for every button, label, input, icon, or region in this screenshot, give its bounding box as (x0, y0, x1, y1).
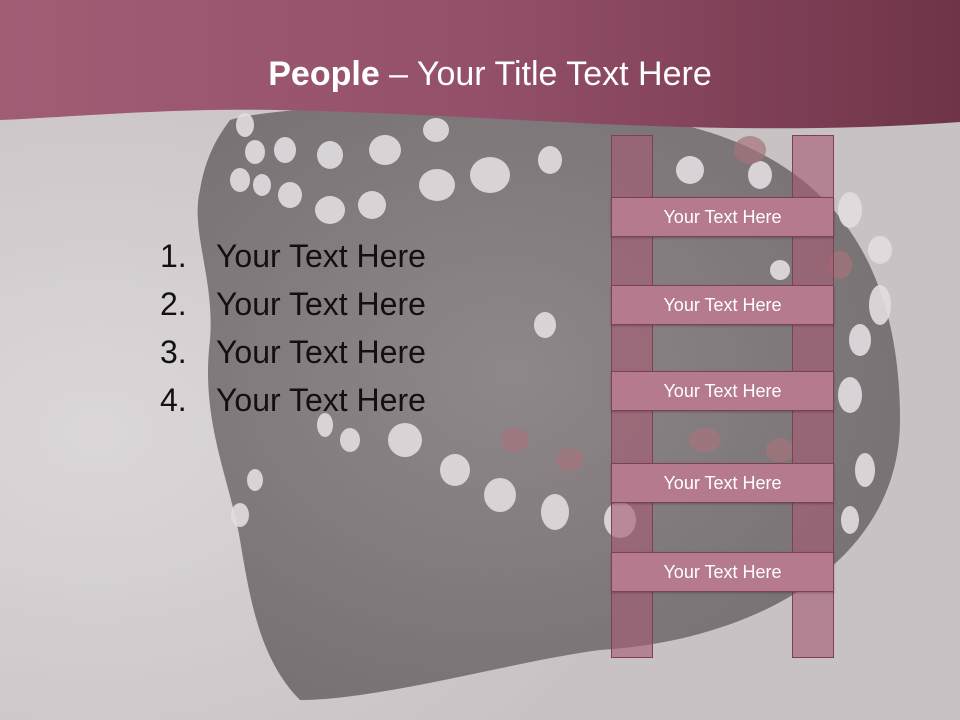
list-item-number: 1. (160, 238, 187, 274)
list-item: 2. Your Text Here (160, 280, 426, 328)
ladder-rung-1: Your Text Here (611, 197, 834, 237)
ladder-rung-2: Your Text Here (611, 285, 834, 325)
list-item-number: 4. (160, 382, 187, 418)
list-item-text: Your Text Here (216, 286, 426, 322)
list-item-text: Your Text Here (216, 382, 426, 418)
ladder-rung-4: Your Text Here (611, 463, 834, 503)
list-item: 4. Your Text Here (160, 376, 426, 424)
list-item-text: Your Text Here (216, 238, 426, 274)
list-item-number: 3. (160, 334, 187, 370)
list-item: 3. Your Text Here (160, 328, 426, 376)
list-item: 1. Your Text Here (160, 232, 426, 280)
numbered-list: 1. Your Text Here 2. Your Text Here 3. Y… (160, 232, 426, 424)
header-band (0, 0, 960, 129)
list-item-number: 2. (160, 286, 187, 322)
ladder-rung-5: Your Text Here (611, 552, 834, 592)
list-item-text: Your Text Here (216, 334, 426, 370)
slide-title-rest: – Your Title Text Here (379, 55, 712, 93)
ladder-diagram: Your Text Here Your Text Here Your Text … (611, 135, 834, 658)
slide-title: People – Your Title Text Here (0, 52, 960, 96)
ladder-rung-3: Your Text Here (611, 371, 834, 411)
slide-title-bold: People (268, 55, 380, 93)
